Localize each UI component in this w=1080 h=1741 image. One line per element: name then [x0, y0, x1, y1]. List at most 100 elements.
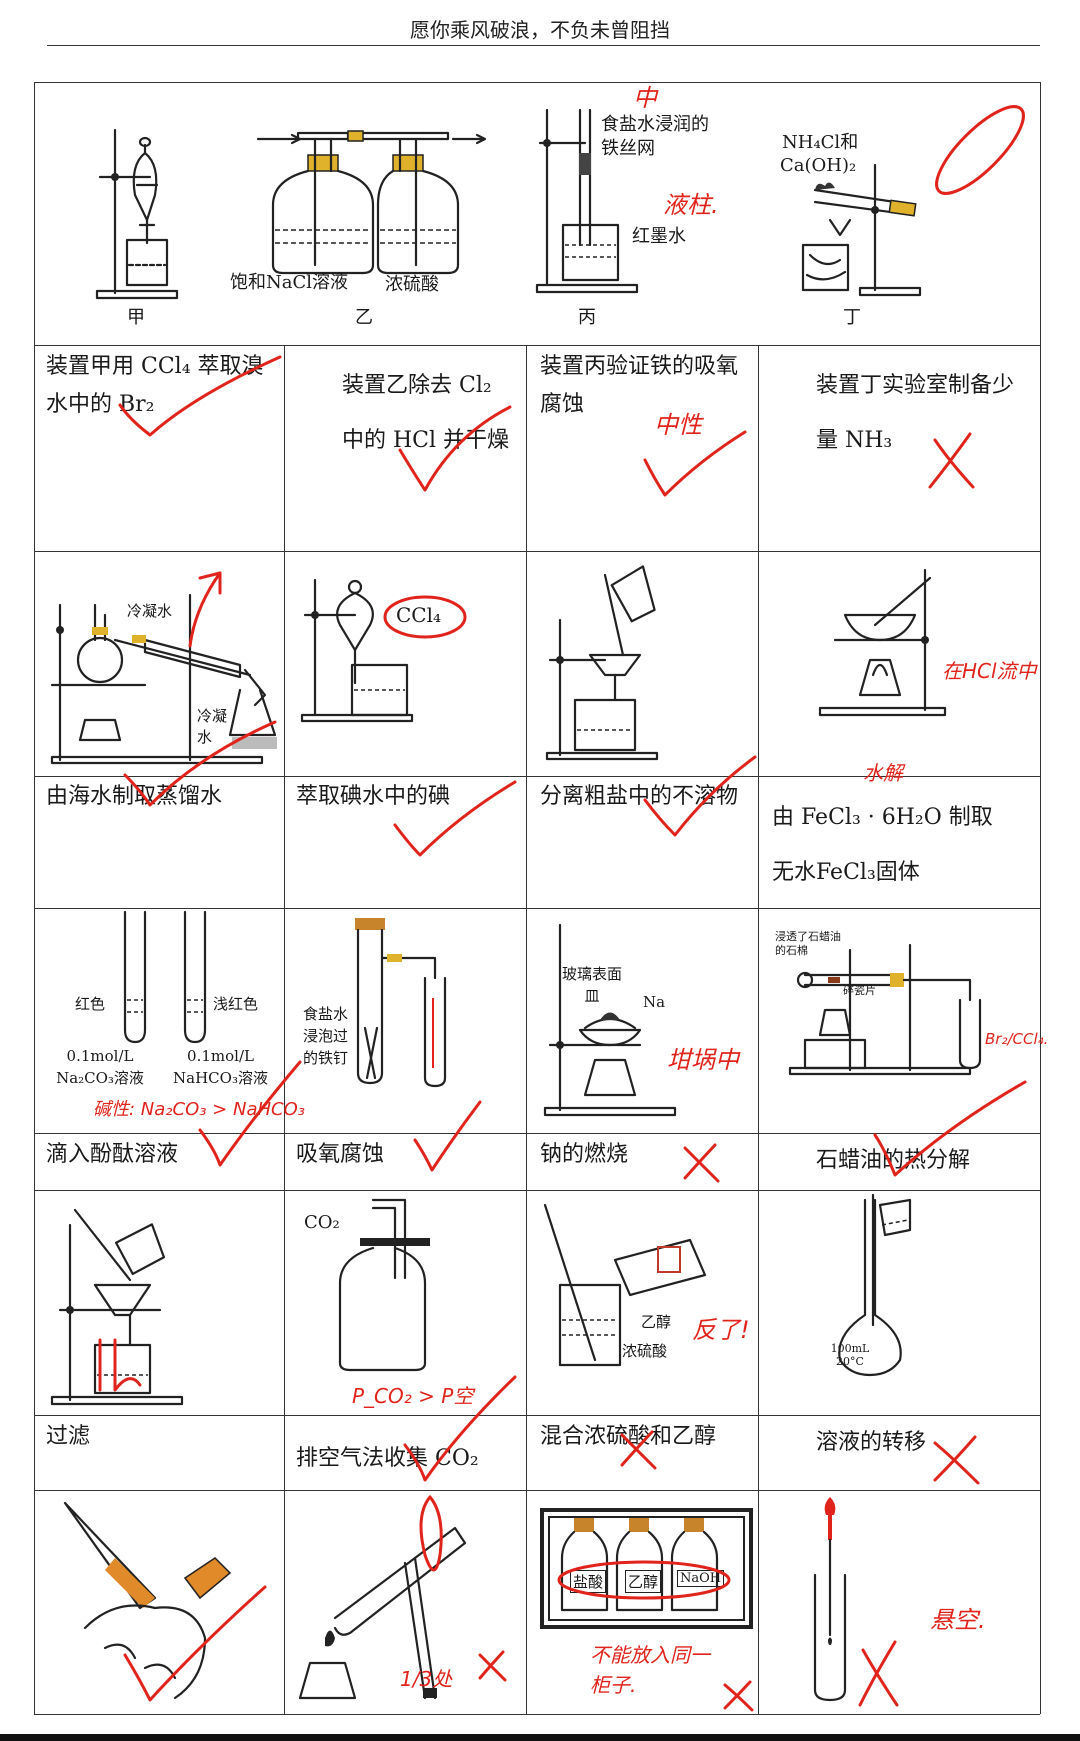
reagent-cabinet — [540, 1508, 753, 1629]
label-light-red: 浅红色 — [213, 995, 259, 1013]
label-salt-wire-mesh: 食盐水浸润的铁丝网 — [601, 114, 709, 159]
label-flask-volume: 100mL 20°C — [830, 1342, 870, 1368]
caption-jia: 装置甲用 CCl₄ 萃取溴水中的 Br₂ — [46, 354, 264, 417]
check-mark — [398, 405, 512, 492]
cross-mark — [858, 1640, 899, 1707]
heating-test-tube — [298, 1526, 467, 1700]
label-red: 红色 — [75, 995, 106, 1013]
bottle-label-naoh: NaOH — [677, 1570, 725, 1587]
paraffin-cracking-apparatus — [788, 943, 982, 1076]
caption-sodium-combustion: 钠的燃烧 — [540, 1142, 629, 1167]
test-tubes-phenolphthalein — [123, 910, 207, 1044]
caption-mix-acid-ethanol: 混合浓硫酸和乙醇 — [540, 1424, 717, 1449]
cross-mark — [683, 1143, 720, 1183]
cross-mark — [620, 1430, 657, 1470]
row-divider — [34, 1490, 1040, 1491]
separatory-funnel-apparatus — [95, 128, 179, 300]
dropper-in-tube — [813, 1497, 847, 1702]
label-paraffin-asbestos: 浸透了石蜡油的石棉 — [775, 930, 841, 957]
apparatus-label-bing: 丙 — [578, 307, 596, 328]
label-na: Na — [643, 993, 666, 1011]
label-co2: CO₂ — [304, 1212, 340, 1233]
note-one-third: 1/3处 — [400, 1667, 453, 1691]
note-cabinet: 不能放入同一柜子. — [590, 1643, 710, 1697]
cross-mark — [723, 1680, 754, 1712]
caption-solution-transfer: 溶液的转移 — [816, 1430, 927, 1455]
sep-funnel-extraction-apparatus — [300, 578, 414, 723]
bottom-bar — [0, 1734, 1080, 1741]
note-bing-neutral: 中性 — [654, 411, 702, 439]
circle-highlight — [383, 595, 467, 639]
check-mark — [123, 720, 277, 807]
note-bing-column: 液柱. — [663, 191, 719, 219]
check-mark — [393, 780, 517, 857]
distillation-apparatus — [50, 593, 277, 765]
row-divider — [34, 908, 1040, 909]
row-divider — [34, 1190, 1040, 1191]
wash-bottles-apparatus — [256, 130, 487, 275]
caption-fecl3: 由 FeCl₃ · 6H₂O 制取无水FeCl₃固体 — [772, 805, 993, 885]
table-border-right — [1040, 82, 1041, 1714]
note-reversed: 反了! — [692, 1316, 750, 1344]
row-divider — [34, 551, 1040, 552]
check-mark — [198, 1060, 302, 1167]
column-divider — [284, 345, 285, 1714]
check-mark — [643, 430, 747, 497]
bottle-label-ethanol: 乙醇 — [625, 1570, 662, 1593]
pipe-highlight — [98, 1338, 142, 1392]
note-hcl-stream: 在HCl流中 — [942, 659, 1037, 683]
page-header-title: 愿你乘风破浪，不负未曾阻挡 — [410, 18, 670, 42]
row-divider — [34, 1133, 1040, 1134]
caption-oxygen-corrosion: 吸氧腐蚀 — [296, 1142, 385, 1167]
filtration-apparatus — [50, 1208, 184, 1406]
label-na2co3: 0.1mol/L Na₂CO₃溶液 — [56, 1047, 144, 1087]
table-border-top — [34, 82, 1040, 83]
acid-ethanol-mixing — [543, 1203, 707, 1367]
label-saturated-nacl: 饱和NaCl溶液 — [230, 272, 349, 293]
caption-distillation: 由海水制取蒸馏水 — [46, 784, 223, 809]
caption-extract-iodine: 萃取碘水中的碘 — [296, 784, 451, 809]
cross-mark — [933, 1435, 980, 1485]
label-condense-water-top: 冷凝水 — [127, 602, 173, 620]
check-mark — [413, 1100, 482, 1172]
circle-highlight — [935, 105, 1025, 195]
row-divider — [34, 345, 1040, 346]
note-pressure: P_CO₂ > P空 — [352, 1384, 474, 1408]
table-border-left — [34, 82, 35, 1714]
caption-bing: 装置丙验证铁的吸氧腐蚀 — [540, 354, 739, 417]
column-divider — [758, 345, 759, 1714]
caption-ding: 装置丁实验室制备少量 NH₃ — [816, 373, 1015, 453]
row-divider — [34, 776, 1040, 777]
apparatus-label-jia: 甲 — [127, 307, 145, 328]
hands-with-test-tube — [63, 1501, 232, 1700]
label-caoh2: Ca(OH)₂ — [780, 155, 857, 176]
cross-mark — [928, 432, 975, 489]
check-mark — [118, 355, 282, 437]
tube-highlight — [419, 1495, 443, 1572]
table-border-bottom — [34, 1714, 1040, 1715]
label-ethanol: 乙醇 — [641, 1313, 672, 1331]
row-divider — [34, 1415, 1040, 1416]
note-alkalinity: 碱性: Na₂CO₃ > NaHCO₃ — [93, 1099, 305, 1120]
iron-corrosion-apparatus — [535, 108, 639, 294]
check-mark — [643, 755, 757, 837]
label-red-ink: 红墨水 — [632, 226, 686, 247]
note-bing-middle: 中 — [633, 84, 657, 112]
note-hydrolysis: 水解 — [863, 761, 903, 785]
reagent-bottles — [560, 1518, 719, 1612]
note-crucible: 坩埚中 — [667, 1046, 739, 1074]
circle-highlight — [557, 1560, 731, 1600]
arrow-highlight — [188, 571, 222, 648]
caption-yi: 装置乙除去 Cl₂ 中的 HCl 并干燥 — [342, 373, 510, 453]
check-mark — [873, 1080, 1027, 1177]
note-bromine-ccl4: Br₂/CCl₄. — [985, 1030, 1049, 1048]
note-hang: 悬空. — [930, 1606, 986, 1634]
volumetric-flask-transfer — [838, 1193, 912, 1377]
ammonia-prep-apparatus — [801, 163, 922, 297]
label-conc-sulfuric: 浓硫酸 — [385, 274, 439, 295]
evaporation-apparatus — [818, 568, 947, 717]
cross-mark — [478, 1650, 507, 1682]
co2-collection-bottle — [338, 1198, 430, 1372]
caption-separate-salt: 分离粗盐中的不溶物 — [540, 784, 739, 809]
